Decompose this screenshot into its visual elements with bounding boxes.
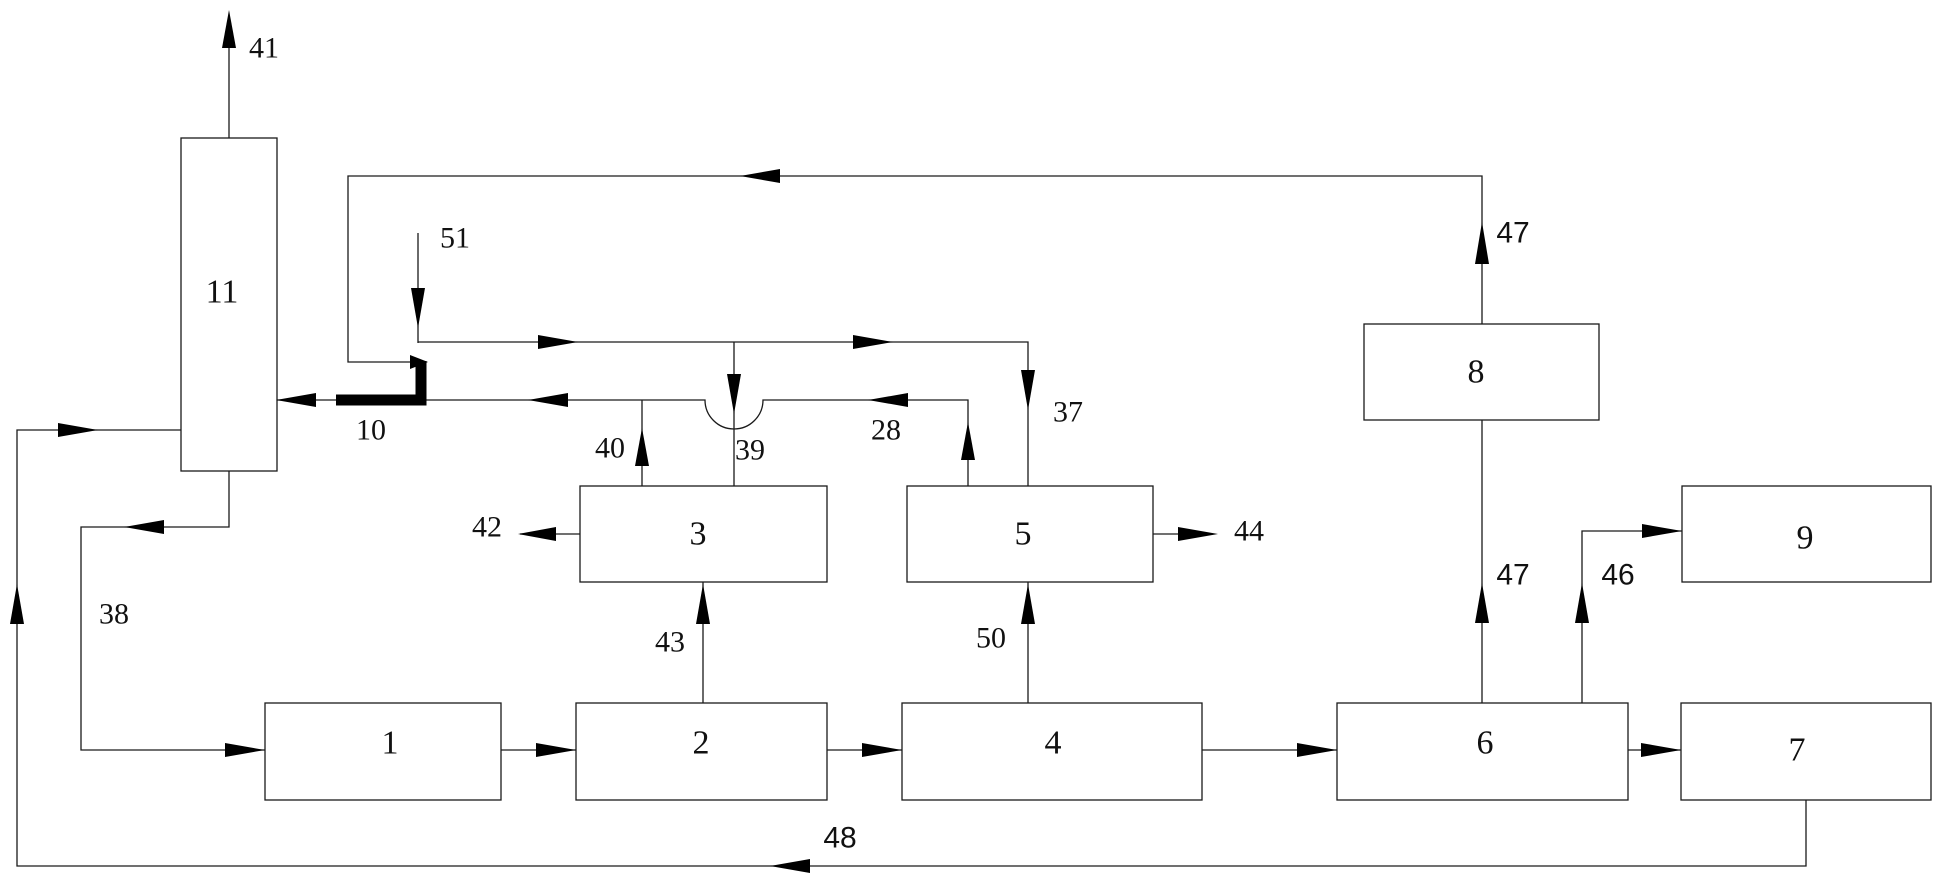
unit-5-label: 5 — [1015, 516, 1032, 553]
stream-38-label: 38 — [99, 598, 129, 631]
unit-4-box — [901, 702, 1203, 801]
arrow-stream-28 — [868, 393, 908, 407]
arrow-into-11 — [276, 393, 316, 407]
arrow-stream-50 — [1021, 584, 1035, 624]
arrow-stream-43 — [696, 584, 710, 624]
stream-38-line — [80, 471, 265, 751]
arrow-into-2 — [536, 743, 576, 757]
unit-boxes — [180, 137, 1932, 801]
arrow-return-1 — [528, 393, 568, 407]
arrow-stream-38 — [124, 520, 164, 534]
arrow-stream-47-top — [1475, 222, 1489, 264]
unit-4-label: 4 — [1045, 725, 1062, 762]
unit-7-label: 7 — [1789, 732, 1806, 769]
stream-41-label: 41 — [249, 32, 279, 65]
arrow-stream-39 — [727, 374, 741, 414]
arrow-stream-40 — [635, 428, 649, 466]
stream-47-upper-line — [347, 175, 1483, 363]
unit-6-box — [1336, 702, 1629, 801]
unit-3-box — [579, 485, 828, 583]
unit-7-box — [1680, 702, 1932, 801]
arrow-header-1 — [538, 335, 578, 349]
arrow-stream-41 — [222, 10, 236, 48]
unit-11-box — [180, 137, 278, 472]
unit-8-label: 8 — [1468, 354, 1485, 391]
unit-9-box — [1681, 485, 1932, 583]
unit-2-label: 2 — [693, 725, 710, 762]
arrowheads — [10, 10, 1682, 873]
unit-11-label: 11 — [206, 274, 239, 311]
stream-47-bottom-label: 47 — [1496, 559, 1529, 592]
stream-39-label: 39 — [735, 434, 765, 467]
stream-10-label: 10 — [356, 414, 386, 447]
arrow-into-6 — [1297, 743, 1337, 757]
arrow-into-7 — [1641, 743, 1681, 757]
arrow-recycle-into-pipe — [410, 355, 428, 369]
arrow-stream-37 — [1021, 370, 1035, 410]
stream-42-label: 42 — [472, 511, 502, 544]
arrow-stream-46 — [1575, 583, 1589, 623]
unit-1-box — [264, 702, 502, 801]
unit-1-label: 1 — [382, 725, 399, 762]
arrow-stream-47-bottom — [1475, 583, 1489, 623]
stream-47-top-label: 47 — [1496, 217, 1529, 250]
arrow-stream-44 — [1178, 527, 1218, 541]
arrow-stream-51 — [411, 288, 425, 328]
stream-10-pipe — [336, 361, 427, 406]
unit-2-box — [575, 702, 828, 801]
stream-48-label: 48 — [823, 822, 856, 855]
arrow-stream-42 — [518, 527, 556, 541]
stream-40-label: 40 — [595, 432, 625, 465]
arrow-into-4 — [862, 743, 902, 757]
return-line-to-11 — [418, 399, 969, 486]
stream-51-label: 51 — [440, 222, 470, 255]
arrow-stream-48-bottom — [770, 859, 810, 873]
stream-28-label: 28 — [871, 414, 901, 447]
arrow-into-9 — [1642, 524, 1682, 538]
arrow-stream-48-into-11 — [58, 423, 98, 437]
stream-labels: 41 51 10 40 39 28 37 42 44 38 43 50 47 4… — [99, 32, 1635, 855]
unit-9-label: 9 — [1797, 520, 1814, 557]
unit-5-box — [906, 485, 1154, 583]
arrow-stream-48-up — [10, 584, 24, 624]
unit-3-label: 3 — [690, 516, 707, 553]
arrow-into-1 — [225, 743, 265, 757]
stream-43-label: 43 — [655, 626, 685, 659]
unit-6-label: 6 — [1477, 725, 1494, 762]
feed-header-line — [418, 341, 1029, 400]
arrow-header-2 — [853, 335, 893, 349]
stream-50-label: 50 — [976, 622, 1006, 655]
arrow-stream-47-recycle — [740, 169, 780, 183]
arrow-stream-28-up — [961, 422, 975, 460]
stream-44-label: 44 — [1234, 515, 1264, 548]
unit-labels: 11 1 2 3 4 5 6 7 8 9 — [206, 274, 1814, 769]
stream-37-label: 37 — [1053, 396, 1083, 429]
stream-46-label: 46 — [1601, 559, 1634, 592]
stream-46-line — [1581, 530, 1682, 703]
